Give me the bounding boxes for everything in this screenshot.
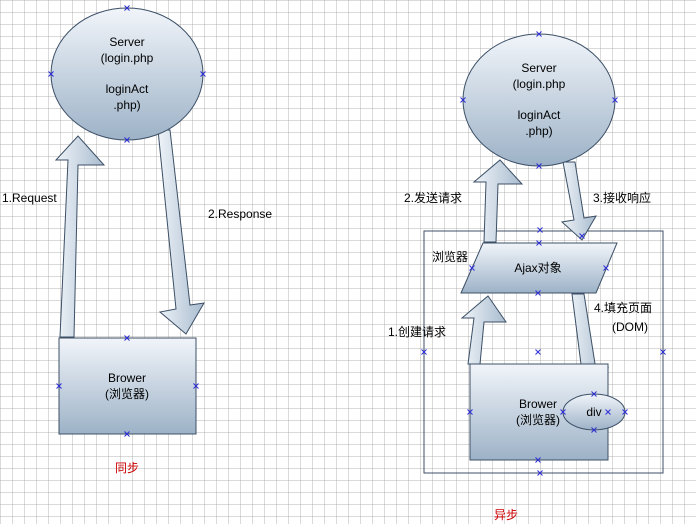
receive-response-arrow — [560, 161, 597, 241]
send-request-label: 2.发送请求 — [404, 190, 462, 205]
selection-handle — [622, 409, 628, 415]
selection-handle — [124, 431, 130, 437]
selection-handle — [56, 383, 62, 389]
selection-handle — [536, 163, 542, 169]
sync-browser-box — [58, 337, 197, 435]
sync-server-ellipse — [50, 7, 204, 141]
async-server-line-4: .php) — [525, 124, 552, 138]
selection-handle — [579, 233, 585, 239]
sync-request-label: 1.Request — [2, 191, 57, 205]
create-request-arrow — [460, 295, 507, 365]
selection-handle — [421, 349, 427, 355]
browser-side-label: 浏览器 — [432, 249, 468, 264]
selection-handle — [612, 97, 618, 103]
fill-page-label-line-2: (DOM) — [612, 320, 648, 334]
selection-handle — [535, 457, 541, 463]
sync-server-line-2: (login.php — [101, 51, 154, 65]
selection-handle — [560, 409, 566, 415]
selection-handle — [124, 137, 130, 143]
create-request-label: 1.创建请求 — [388, 325, 446, 339]
sync-caption: 同步 — [115, 461, 139, 475]
sync-server-line-4: .php) — [113, 98, 140, 112]
selection-handle — [537, 227, 543, 233]
selection-handle — [467, 409, 473, 415]
selection-handle — [660, 349, 666, 355]
receive-response-label: 3.接收响应 — [593, 190, 651, 205]
async-server-line-3: loginAct — [518, 108, 561, 122]
request-arrow — [54, 135, 106, 338]
selection-handle — [536, 31, 542, 37]
ajax-object-label: Ajax对象 — [514, 261, 561, 275]
selection-handle — [200, 71, 206, 77]
ajax-object-shape — [460, 242, 618, 294]
sync-server-line-1: Server — [109, 35, 144, 49]
async-caption: 异步 — [494, 508, 518, 522]
div-label: div — [586, 405, 601, 419]
async-browser-line-1: Brower — [519, 397, 557, 411]
selection-handle — [605, 409, 611, 415]
response-arrow — [157, 129, 205, 335]
selection-handle — [124, 335, 130, 341]
async-diagram: Server (login.php loginAct .php) Ajax对象 … — [388, 33, 664, 522]
async-server-ellipse — [462, 33, 616, 167]
selection-handle — [535, 349, 541, 355]
send-request-arrow — [472, 159, 524, 243]
selection-handle — [535, 290, 541, 296]
selection-handle — [469, 265, 475, 271]
selection-handle — [603, 265, 609, 271]
async-server-line-1: Server — [521, 61, 556, 75]
selection-handle — [124, 5, 130, 11]
selection-handle — [536, 240, 542, 246]
selection-handle — [591, 427, 597, 433]
async-server-line-2: (login.php — [513, 77, 566, 91]
sync-browser-line-1: Brower — [108, 371, 146, 385]
selection-handle — [460, 97, 466, 103]
sync-diagram: Server (login.php loginAct .php) 1.Reque… — [2, 7, 272, 475]
sync-server-line-3: loginAct — [106, 82, 149, 96]
fill-page-label-line-1: 4.填充页面 — [594, 300, 652, 315]
selection-handle — [591, 391, 597, 397]
selection-handle — [48, 71, 54, 77]
async-browser-line-2: (浏览器) — [516, 412, 560, 427]
selection-handles — [48, 5, 666, 476]
sync-response-label: 2.Response — [208, 207, 272, 221]
sync-browser-line-2: (浏览器) — [105, 386, 149, 401]
selection-handle — [537, 470, 543, 476]
selection-handle — [193, 383, 199, 389]
